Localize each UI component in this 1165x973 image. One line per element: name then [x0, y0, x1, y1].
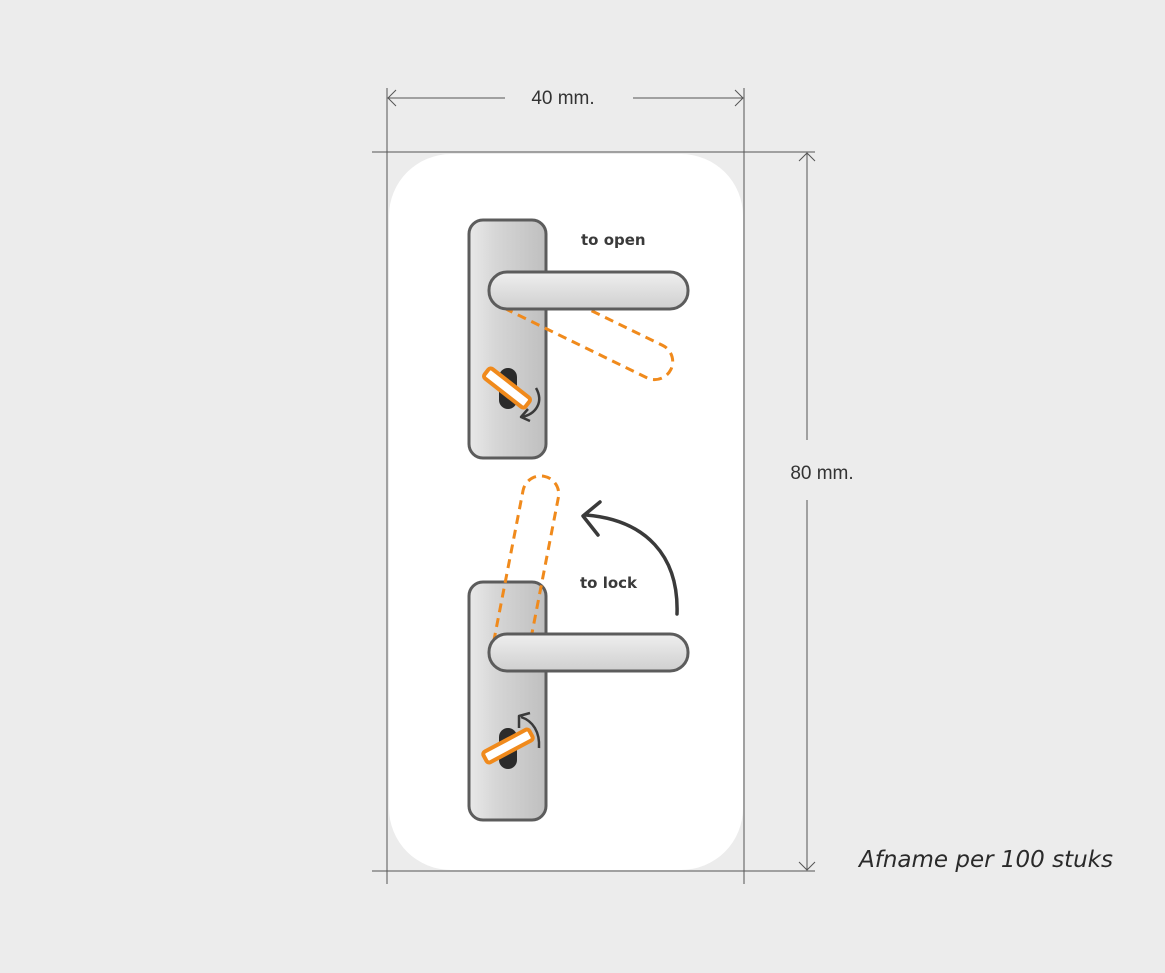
sticker-card — [389, 154, 743, 870]
lift-arrow-icon — [584, 513, 679, 616]
rotate-arrow-icon — [520, 715, 541, 749]
rotate-arrow-icon — [521, 387, 541, 419]
lock-illustration — [467, 474, 690, 822]
open-illustration — [467, 218, 690, 460]
rotate-arrow-head-icon — [517, 711, 531, 728]
open-label: to open — [581, 231, 646, 249]
door-lever-icon — [487, 270, 690, 311]
height-label: 80 mm. — [790, 463, 853, 484]
key-icon — [482, 366, 532, 410]
order-quantity-note: Afname per 100 stuks — [857, 847, 1113, 873]
door-lever-icon — [487, 632, 690, 673]
width-dimension — [386, 88, 745, 884]
door-plate-icon — [467, 218, 548, 460]
height-dimension — [372, 151, 816, 872]
key-icon — [481, 727, 535, 765]
width-label: 40 mm. — [531, 88, 594, 109]
lock-label: to lock — [580, 574, 638, 592]
rotate-arrow-head-icon — [519, 408, 531, 423]
lift-arrow-head-icon — [581, 500, 602, 537]
